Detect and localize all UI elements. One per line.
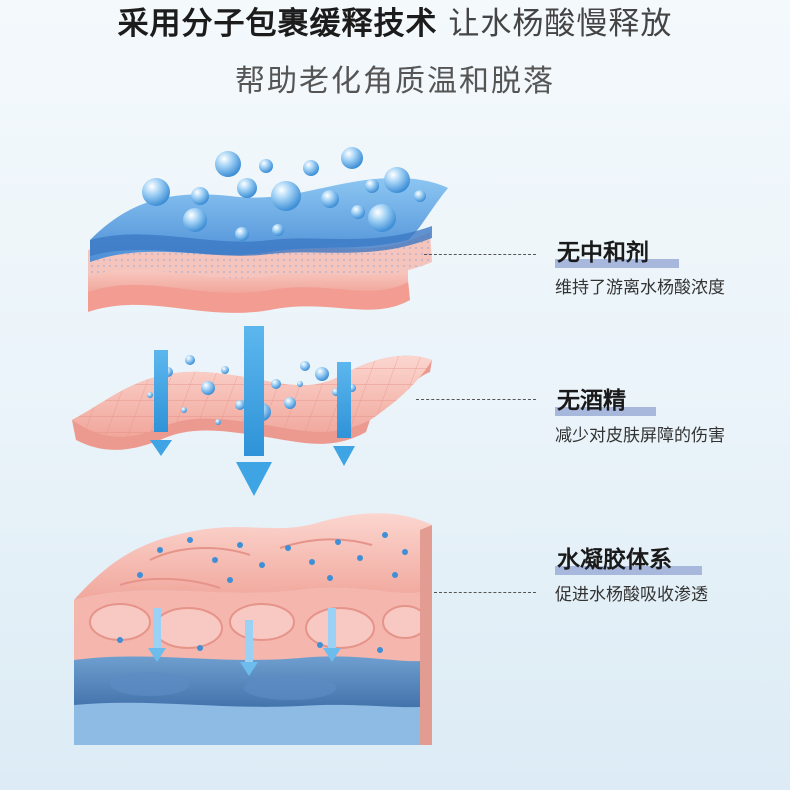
bottom-skin-block [74, 513, 432, 745]
feature-hydrogel-system: 水凝胶体系 促进水杨酸吸收渗透 [555, 545, 785, 608]
arrow-right [333, 362, 355, 466]
leader-line-1 [424, 254, 536, 255]
arrow-left [150, 350, 172, 456]
bottom-arrows [148, 608, 341, 676]
headline: 采用分子包裹缓释技术 让水杨酸慢释放 [0, 4, 790, 44]
feature-no-alcohol: 无酒精 减少对皮肤屏障的伤害 [555, 386, 785, 449]
top-layer-stack [88, 177, 448, 313]
feature-title-text: 无酒精 [557, 388, 626, 414]
feature-title: 无酒精 [555, 386, 656, 416]
feature-title: 无中和剂 [555, 238, 679, 268]
feature-desc: 维持了游离水杨酸浓度 [555, 278, 725, 298]
feature-no-neutralizer: 无中和剂 维持了游离水杨酸浓度 [555, 238, 785, 301]
feature-title: 水凝胶体系 [555, 545, 702, 575]
leader-line-3 [434, 592, 536, 593]
subheadline: 帮助老化角质温和脱落 [235, 64, 555, 99]
bubbles-top [142, 147, 426, 241]
headline-bold: 采用分子包裹缓释技术 [117, 6, 438, 42]
feature-title-text: 无中和剂 [557, 240, 649, 266]
feature-desc: 促进水杨酸吸收渗透 [555, 585, 708, 605]
leader-line-2 [416, 399, 536, 400]
bubbles-bottom [117, 532, 408, 653]
headline-light: 让水杨酸慢释放 [448, 6, 673, 42]
feature-title-text: 水凝胶体系 [557, 547, 672, 573]
feature-desc: 减少对皮肤屏障的伤害 [555, 426, 725, 446]
arrow-center [236, 326, 272, 496]
